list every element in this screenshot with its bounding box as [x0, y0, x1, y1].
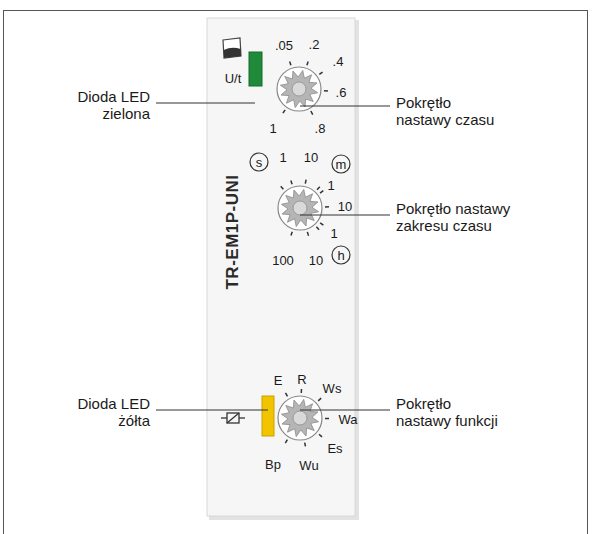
scale-tick: [307, 61, 308, 65]
scale-value: .05: [275, 39, 293, 52]
scale-value: 10: [309, 254, 323, 267]
relay-lead: [221, 417, 227, 418]
scale-value: 10: [338, 200, 352, 213]
scale-tick: [316, 227, 319, 230]
unit-letter: s: [256, 156, 263, 169]
scale-tick: [325, 206, 329, 208]
scale-tick: [304, 443, 306, 447]
scale-value: Wa: [338, 413, 357, 426]
scale-tick: [319, 434, 322, 437]
callout-label: Pokrętło nastawy czasu: [396, 94, 506, 128]
scale-tick: [291, 232, 292, 236]
scale-tick: [283, 110, 285, 113]
scale-value: .8: [315, 122, 326, 135]
scale-value: Es: [327, 442, 342, 455]
callout-label: Dioda LED zielona: [58, 88, 150, 122]
leader-line: [300, 106, 390, 107]
scale-value: 1: [327, 179, 334, 192]
leader-line: [156, 410, 268, 411]
unit-letter: h: [337, 249, 344, 262]
yellow-led: [262, 396, 274, 436]
knob-body: [277, 67, 321, 111]
knob-body: [278, 186, 322, 230]
leader-line: [156, 103, 255, 104]
rotary-knob: [278, 389, 329, 446]
scale-tick: [281, 186, 284, 189]
leader-line: [300, 410, 390, 411]
device-model-name: TR-EM1P-UNI: [223, 174, 243, 289]
relay-diagonal: [227, 413, 239, 423]
scale-tick: [320, 191, 323, 193]
unit-circle: [250, 153, 268, 171]
scale-tick: [317, 187, 320, 190]
scale-tick: [324, 90, 328, 92]
scale-value: 1: [279, 151, 286, 164]
knob-grip: [281, 189, 318, 226]
scale-tick: [285, 393, 287, 396]
icon-fill: [224, 48, 241, 58]
icon-outline: [223, 38, 241, 58]
rotary-knob: [278, 180, 329, 236]
knob-hub: [293, 411, 307, 425]
callout-label: Pokrętło nastawy funkcji: [396, 395, 506, 429]
knob-body: [278, 396, 322, 440]
callout-label: Dioda LED żółta: [58, 395, 150, 429]
scale-tick: [319, 72, 322, 74]
scale-tick: [325, 418, 329, 420]
scale-tick: [291, 180, 292, 184]
leader-line: [300, 215, 390, 216]
scale-value: Wu: [299, 459, 318, 472]
scale-tick: [285, 440, 287, 443]
knob-hub: [292, 82, 306, 96]
scale-tick: [305, 180, 307, 184]
scale-value: .6: [336, 86, 347, 99]
scale-value: 10: [304, 151, 318, 164]
unit-circle: [332, 246, 350, 264]
outer-frame: [4, 11, 588, 534]
knob-grip: [280, 70, 317, 107]
callout-label: Pokrętło nastawy zakresu czasu: [396, 200, 524, 234]
scale-tick: [301, 389, 303, 393]
green-led: [249, 52, 262, 86]
knob-hub: [293, 201, 307, 215]
scale-tick: [318, 398, 321, 401]
scale-value: E: [274, 374, 283, 387]
scale-value: 100: [272, 254, 294, 267]
scale-value: 1: [330, 227, 337, 240]
scale-value: .4: [333, 55, 344, 68]
scale-tick: [290, 62, 291, 66]
knob-group: [250, 61, 350, 446]
relay-lead: [239, 417, 245, 418]
scale-value: Ws: [323, 382, 342, 395]
scale-tick: [311, 111, 313, 115]
scale-tick: [320, 223, 323, 225]
scale-value: U/t: [225, 72, 242, 85]
scale-tick: [307, 232, 308, 236]
knob-grip: [281, 399, 318, 436]
unit-letter: m: [336, 158, 347, 171]
unit-circle: [332, 155, 350, 173]
document-icon: [223, 38, 241, 58]
relay-coil: [227, 413, 239, 423]
device-panel: [207, 18, 355, 516]
scale-value: .2: [309, 38, 320, 51]
scale-value: 1: [269, 122, 276, 135]
relay-symbol: [221, 413, 245, 423]
leader-lines: [156, 103, 390, 410]
scale-value: Bp: [265, 458, 281, 471]
rotary-knob: [277, 61, 328, 114]
scale-value: R: [297, 373, 306, 386]
